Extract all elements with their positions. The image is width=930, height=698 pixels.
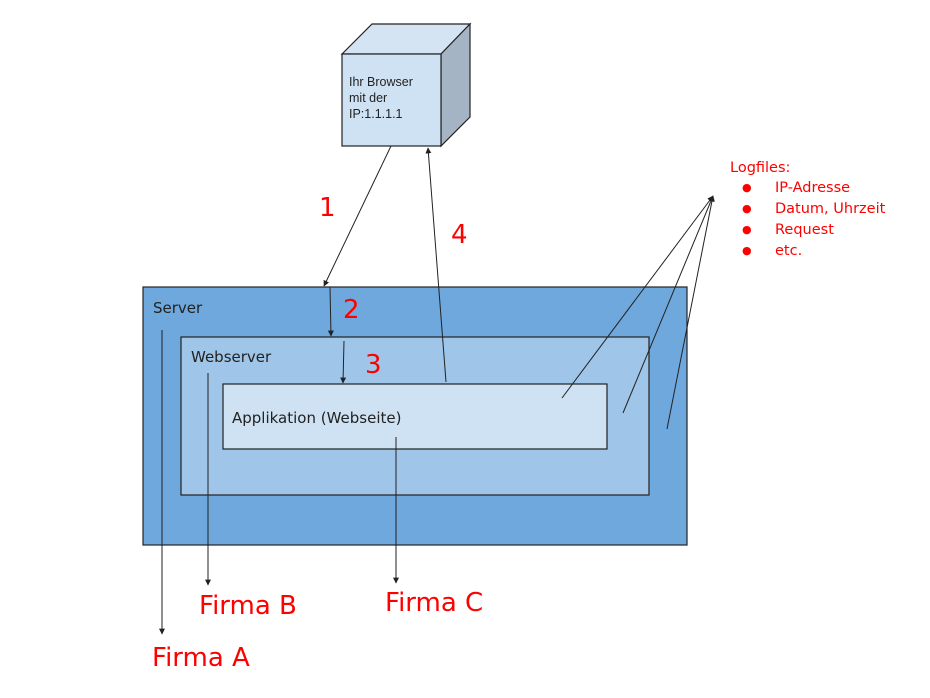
- logfiles-bullet: ●: [742, 223, 752, 236]
- logfiles-bullet: ●: [742, 181, 752, 194]
- firma-b-label: Firma B: [199, 591, 297, 621]
- step-3-label: 3: [365, 350, 382, 380]
- arrow-step-4: [425, 147, 447, 383]
- arrow-step-1: [323, 145, 392, 287]
- logfiles-item: IP-Adresse: [775, 180, 850, 196]
- arrow-log-application: [561, 195, 714, 399]
- application-box: [222, 383, 608, 450]
- logfiles-item: Datum, Uhrzeit: [775, 201, 886, 217]
- step-2-label: 2: [343, 295, 360, 325]
- logfiles-item: etc.: [775, 243, 802, 259]
- webserver-label: Webserver: [191, 348, 272, 366]
- firma-c-label: Firma C: [385, 588, 483, 618]
- cube-front-face: [341, 53, 442, 147]
- server-label: Server: [153, 299, 203, 317]
- logfiles-item: Request: [775, 222, 834, 238]
- browser-cube: Ihr Browser mit der IP:1.1.1.1: [340, 22, 472, 148]
- logfiles-bullet: ●: [742, 244, 752, 257]
- arrow-step-2: [327, 286, 334, 337]
- application-label: Applikation (Webseite): [232, 409, 401, 427]
- browser-label-line3: IP:1.1.1.1: [349, 107, 403, 121]
- step-1-label: 1: [319, 193, 336, 223]
- logfiles-bullet: ●: [742, 202, 752, 215]
- browser-label-line2: mit der: [349, 91, 387, 105]
- arrow-step-3: [340, 340, 347, 384]
- step-4-label: 4: [451, 220, 468, 250]
- arrow-log-server: [666, 195, 715, 430]
- firma-a-label: Firma A: [152, 643, 250, 673]
- arrow-log-webserver: [622, 195, 714, 414]
- logfiles-title: Logfiles:: [730, 160, 790, 176]
- browser-label-line1: Ihr Browser: [349, 75, 413, 89]
- logfiles-list: Logfiles: ● IP-Adresse ● Datum, Uhrzeit …: [730, 160, 886, 259]
